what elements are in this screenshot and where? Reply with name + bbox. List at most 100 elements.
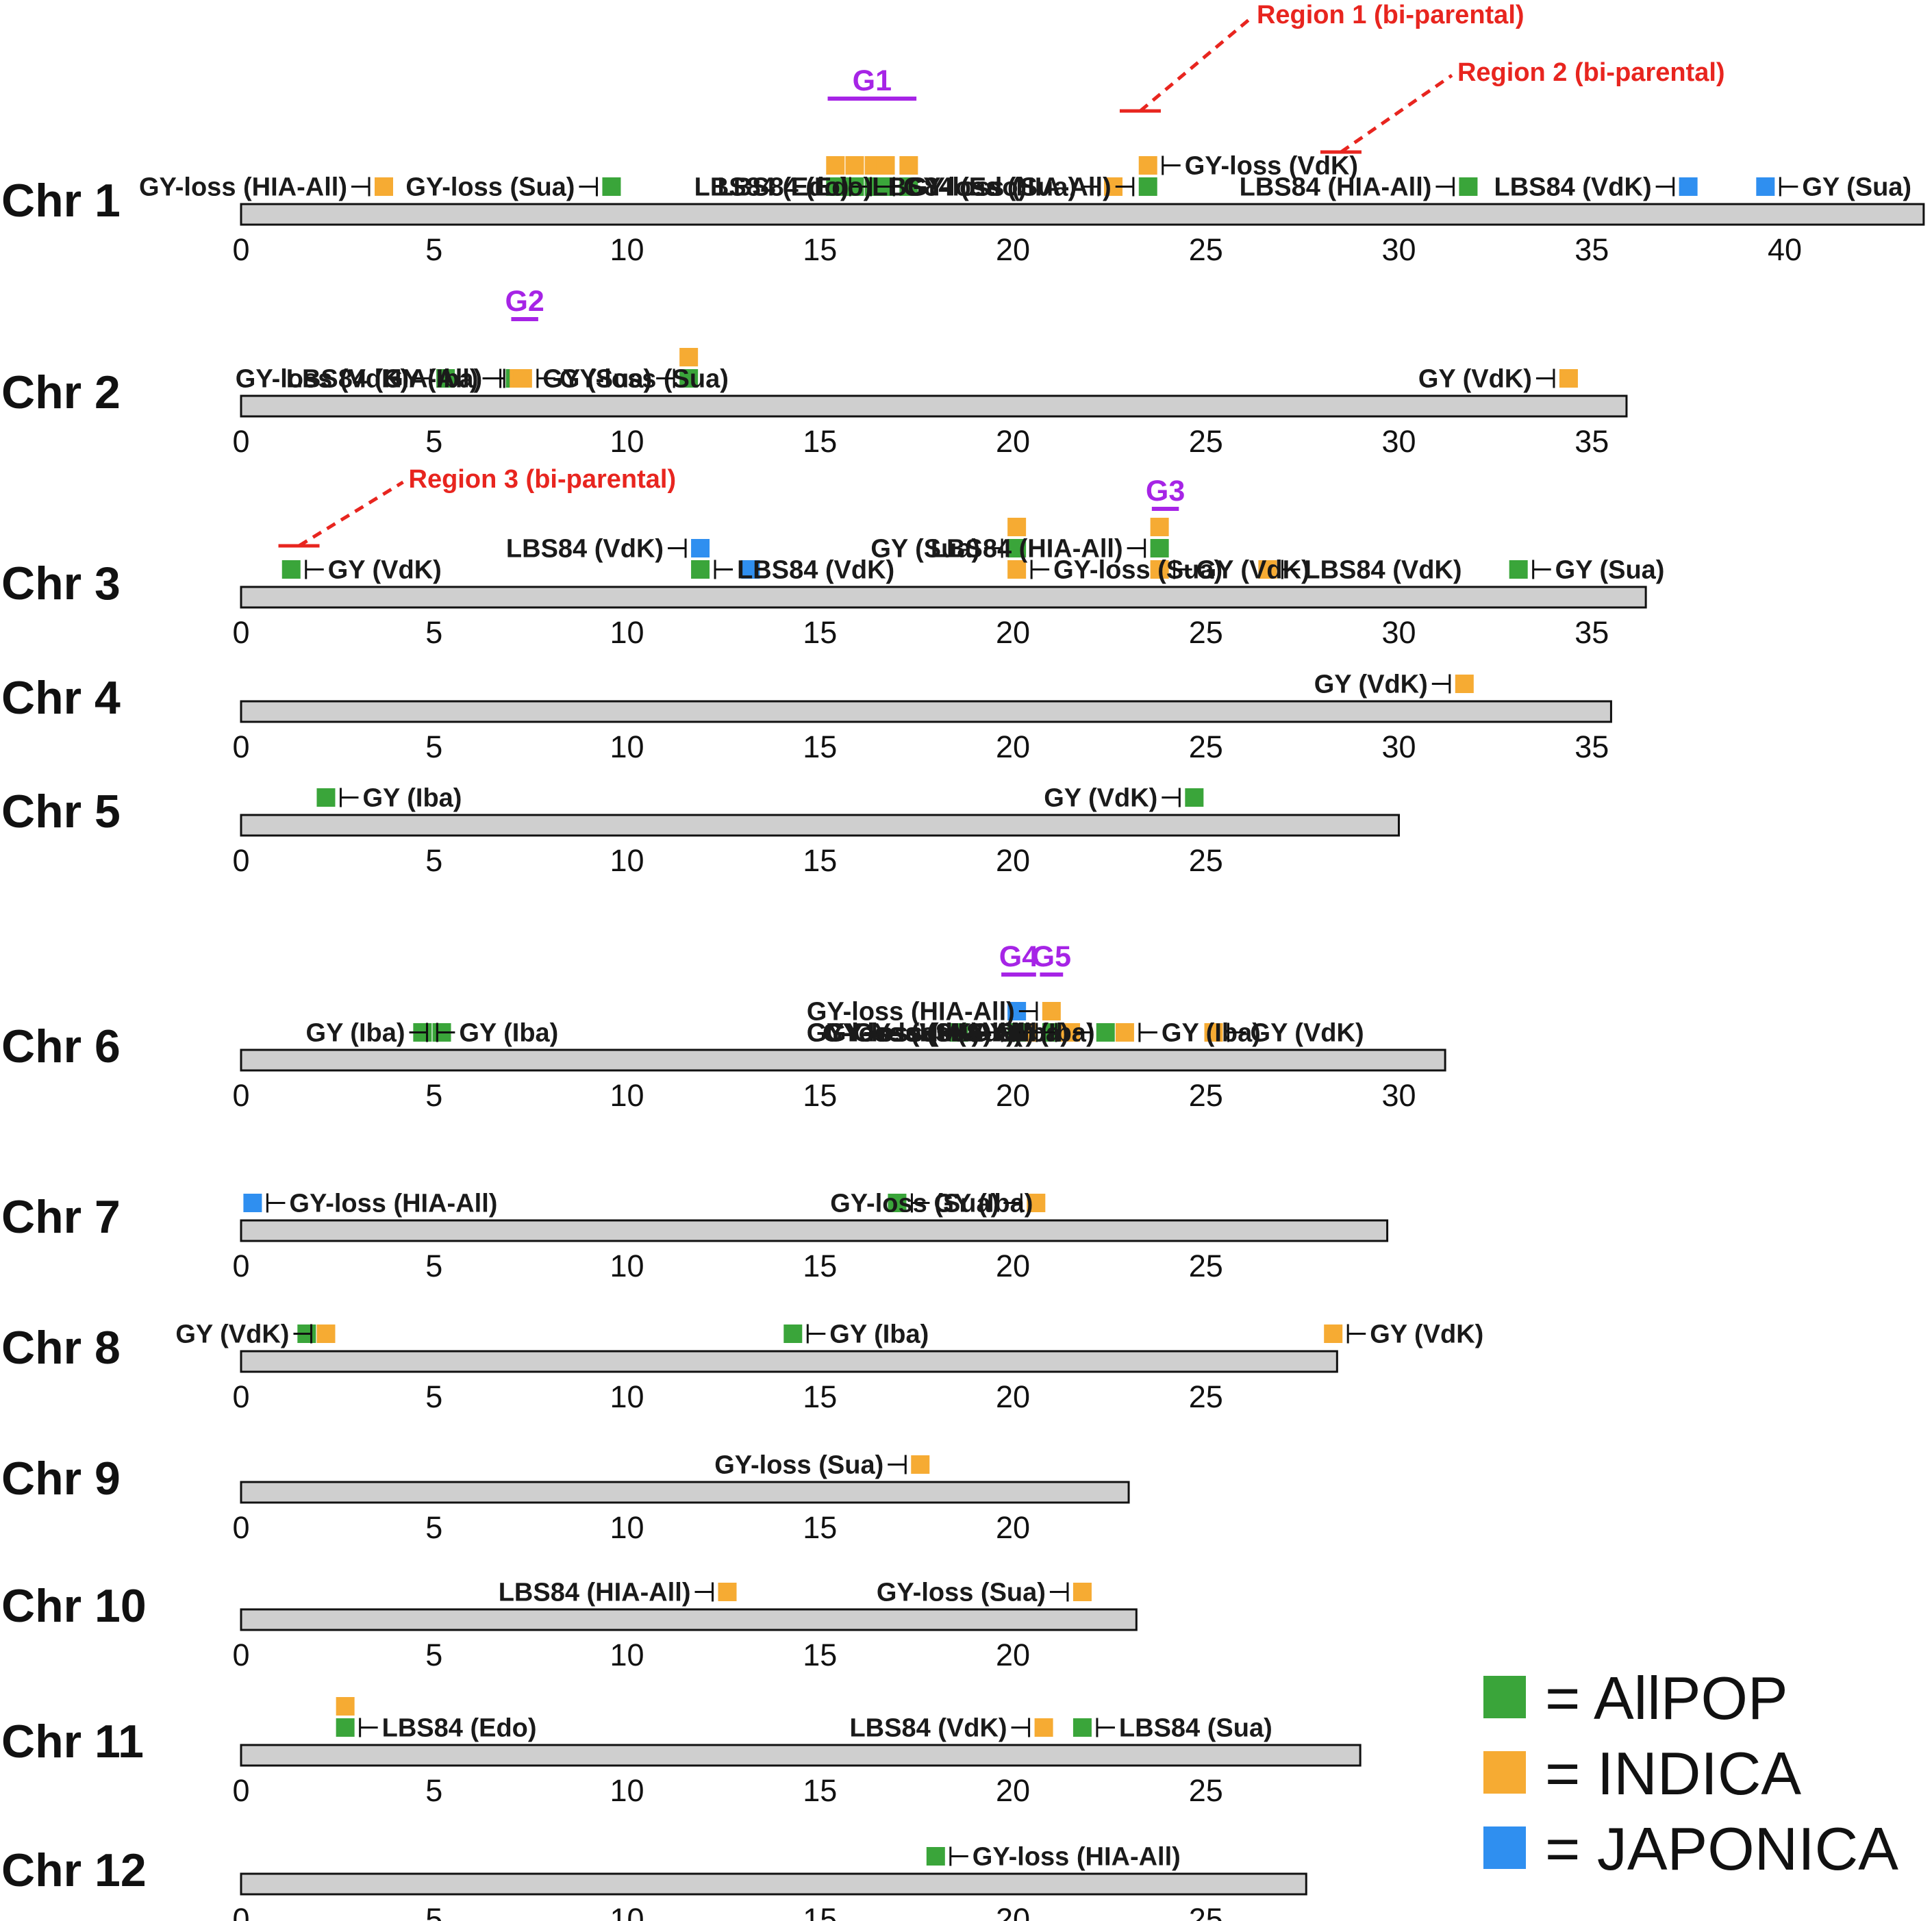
qtl-label: GY (Iba): [362, 784, 462, 813]
qtl-label: GY (Sua): [1555, 556, 1665, 585]
qtl-leader-line: [888, 1455, 907, 1474]
axis-tick-label: 5: [425, 1637, 442, 1672]
axis-tick-label: 25: [1189, 1078, 1223, 1113]
legend-label: = AllPOP: [1545, 1664, 1788, 1732]
axis-tick-label: 25: [1189, 615, 1223, 650]
qtl-marker: [1150, 539, 1169, 557]
axis-tick-label: 25: [1189, 232, 1223, 267]
qtl-marker: [949, 1023, 968, 1042]
chromosome-name: Chr 8: [1, 1322, 121, 1374]
qtl-leader-line: [694, 1582, 714, 1602]
chromosome-bar: [240, 1744, 1362, 1767]
qtl-leader-line: [1038, 1022, 1057, 1042]
qtl-leader-line: [876, 177, 895, 197]
qtl-marker: [281, 560, 301, 579]
qtl-marker: [1559, 369, 1578, 388]
axis-tick-label: 10: [610, 232, 644, 267]
qtl-leader-line: [1173, 560, 1192, 579]
chromosome-name: Chr 7: [1, 1191, 121, 1243]
qtl-label: LBS84 (HIA-All): [1240, 173, 1432, 202]
region-label: Region 3 (bi-parental): [409, 465, 677, 494]
qtl-leader-line: [1346, 1324, 1366, 1344]
axis-tick-label: 10: [610, 729, 644, 764]
axis-tick-label: 5: [425, 1902, 442, 1921]
qtl-marker: [1150, 560, 1169, 579]
qtl-label: LBS84 (VdK): [1304, 556, 1461, 585]
qtl-label: LBS84 (Edo): [694, 173, 849, 202]
qtl-marker: [1509, 560, 1528, 579]
group-label: G1: [853, 64, 892, 97]
qtl-marker: [243, 1194, 262, 1212]
axis-tick-label: 15: [803, 729, 837, 764]
qtl-leader-line: [1431, 674, 1451, 694]
qtl-leader-line: [1081, 177, 1100, 197]
axis-tick-label: 10: [610, 424, 644, 459]
qtl-label: LBS84 (VdK): [1494, 173, 1651, 202]
qtl-label: GY-loss (Sua): [830, 1190, 999, 1218]
axis-tick-label: 30: [1381, 1078, 1416, 1113]
qtl-marker: [1185, 788, 1204, 807]
qtl-marker: [436, 369, 455, 388]
qtl-leader-line: [359, 1718, 378, 1737]
chromosome-name: Chr 1: [1, 175, 121, 227]
chromosome-bar: [240, 1350, 1338, 1373]
qtl-label: GY-loss (HIA-All): [807, 998, 1015, 1027]
qtl-label: LBS84 (VdK): [849, 1714, 1007, 1743]
qtl-marker: [374, 177, 393, 196]
region-label: Region 2 (bi-parental): [1457, 58, 1725, 87]
qtl-label: GY-loss (Sua): [823, 1019, 992, 1048]
legend-label: = JAPONICA: [1545, 1815, 1898, 1883]
qtl-marker: [911, 1455, 930, 1474]
axis-tick-label: 5: [425, 1248, 442, 1283]
qtl-label: GY (Sua): [1802, 173, 1911, 202]
qtl-label: LBS84 (Edo): [872, 173, 1027, 202]
chromosome-name: Chr 12: [1, 1844, 147, 1896]
qtl-leader-line: [853, 177, 873, 197]
axis-tick-label: 0: [232, 1510, 249, 1545]
qtl-label: GY (VdK): [1314, 670, 1428, 699]
axis-tick-label: 10: [610, 843, 644, 878]
qtl-marker: [1455, 675, 1474, 693]
qtl-leader-line: [1227, 1022, 1246, 1042]
axis-tick-label: 0: [232, 1248, 249, 1283]
qtl-label: GY (VdK): [1251, 1019, 1364, 1048]
qtl-label: GY (Iba): [306, 1019, 405, 1048]
qtl-marker: [826, 156, 845, 175]
qtl-leader-line: [536, 368, 555, 388]
qtl-label: GY-loss (Sua): [560, 365, 729, 394]
axis-tick-label: 25: [1189, 1902, 1223, 1921]
qtl-marker: [1138, 156, 1157, 175]
axis-tick-label: 15: [803, 1637, 837, 1672]
axis-tick-label: 0: [232, 1902, 249, 1921]
axis-tick-label: 40: [1768, 232, 1802, 267]
axis-tick-label: 5: [425, 232, 442, 267]
axis-tick-label: 15: [803, 1248, 837, 1283]
qtl-marker: [718, 1583, 737, 1601]
axis-tick-label: 35: [1575, 424, 1609, 459]
axis-tick-label: 30: [1381, 729, 1416, 764]
qtl-leader-line: [1096, 1718, 1115, 1737]
qtl-marker: [1258, 560, 1277, 579]
qtl-leader-line: [1115, 177, 1135, 197]
chromosome-bar: [240, 394, 1628, 418]
axis-tick-label: 15: [803, 1078, 837, 1113]
axis-tick-label: 20: [996, 1902, 1030, 1921]
qtl-marker: [513, 369, 532, 388]
qtl-label: GY-loss (Sua): [853, 1019, 1023, 1048]
axis-tick-label: 5: [425, 1078, 442, 1113]
qtl-label: GY-loss (HIA-All): [903, 173, 1112, 202]
qtl-marker: [1150, 518, 1169, 536]
qtl-leader-line: [339, 788, 359, 807]
qtl-label: GY-loss (Sua): [405, 173, 575, 202]
qtl-marker: [1138, 177, 1157, 196]
qtl-marker: [1459, 177, 1478, 196]
group-label: G4: [999, 940, 1038, 973]
qtl-label: GY (Iba): [383, 365, 482, 394]
qtl-leader-line: [656, 368, 675, 388]
axis-tick-label: 15: [803, 232, 837, 267]
qtl-marker: [679, 369, 699, 388]
qtl-label: GY (Iba): [970, 1019, 1069, 1048]
qtl-label: LBS84 (Sua): [1119, 1714, 1272, 1743]
